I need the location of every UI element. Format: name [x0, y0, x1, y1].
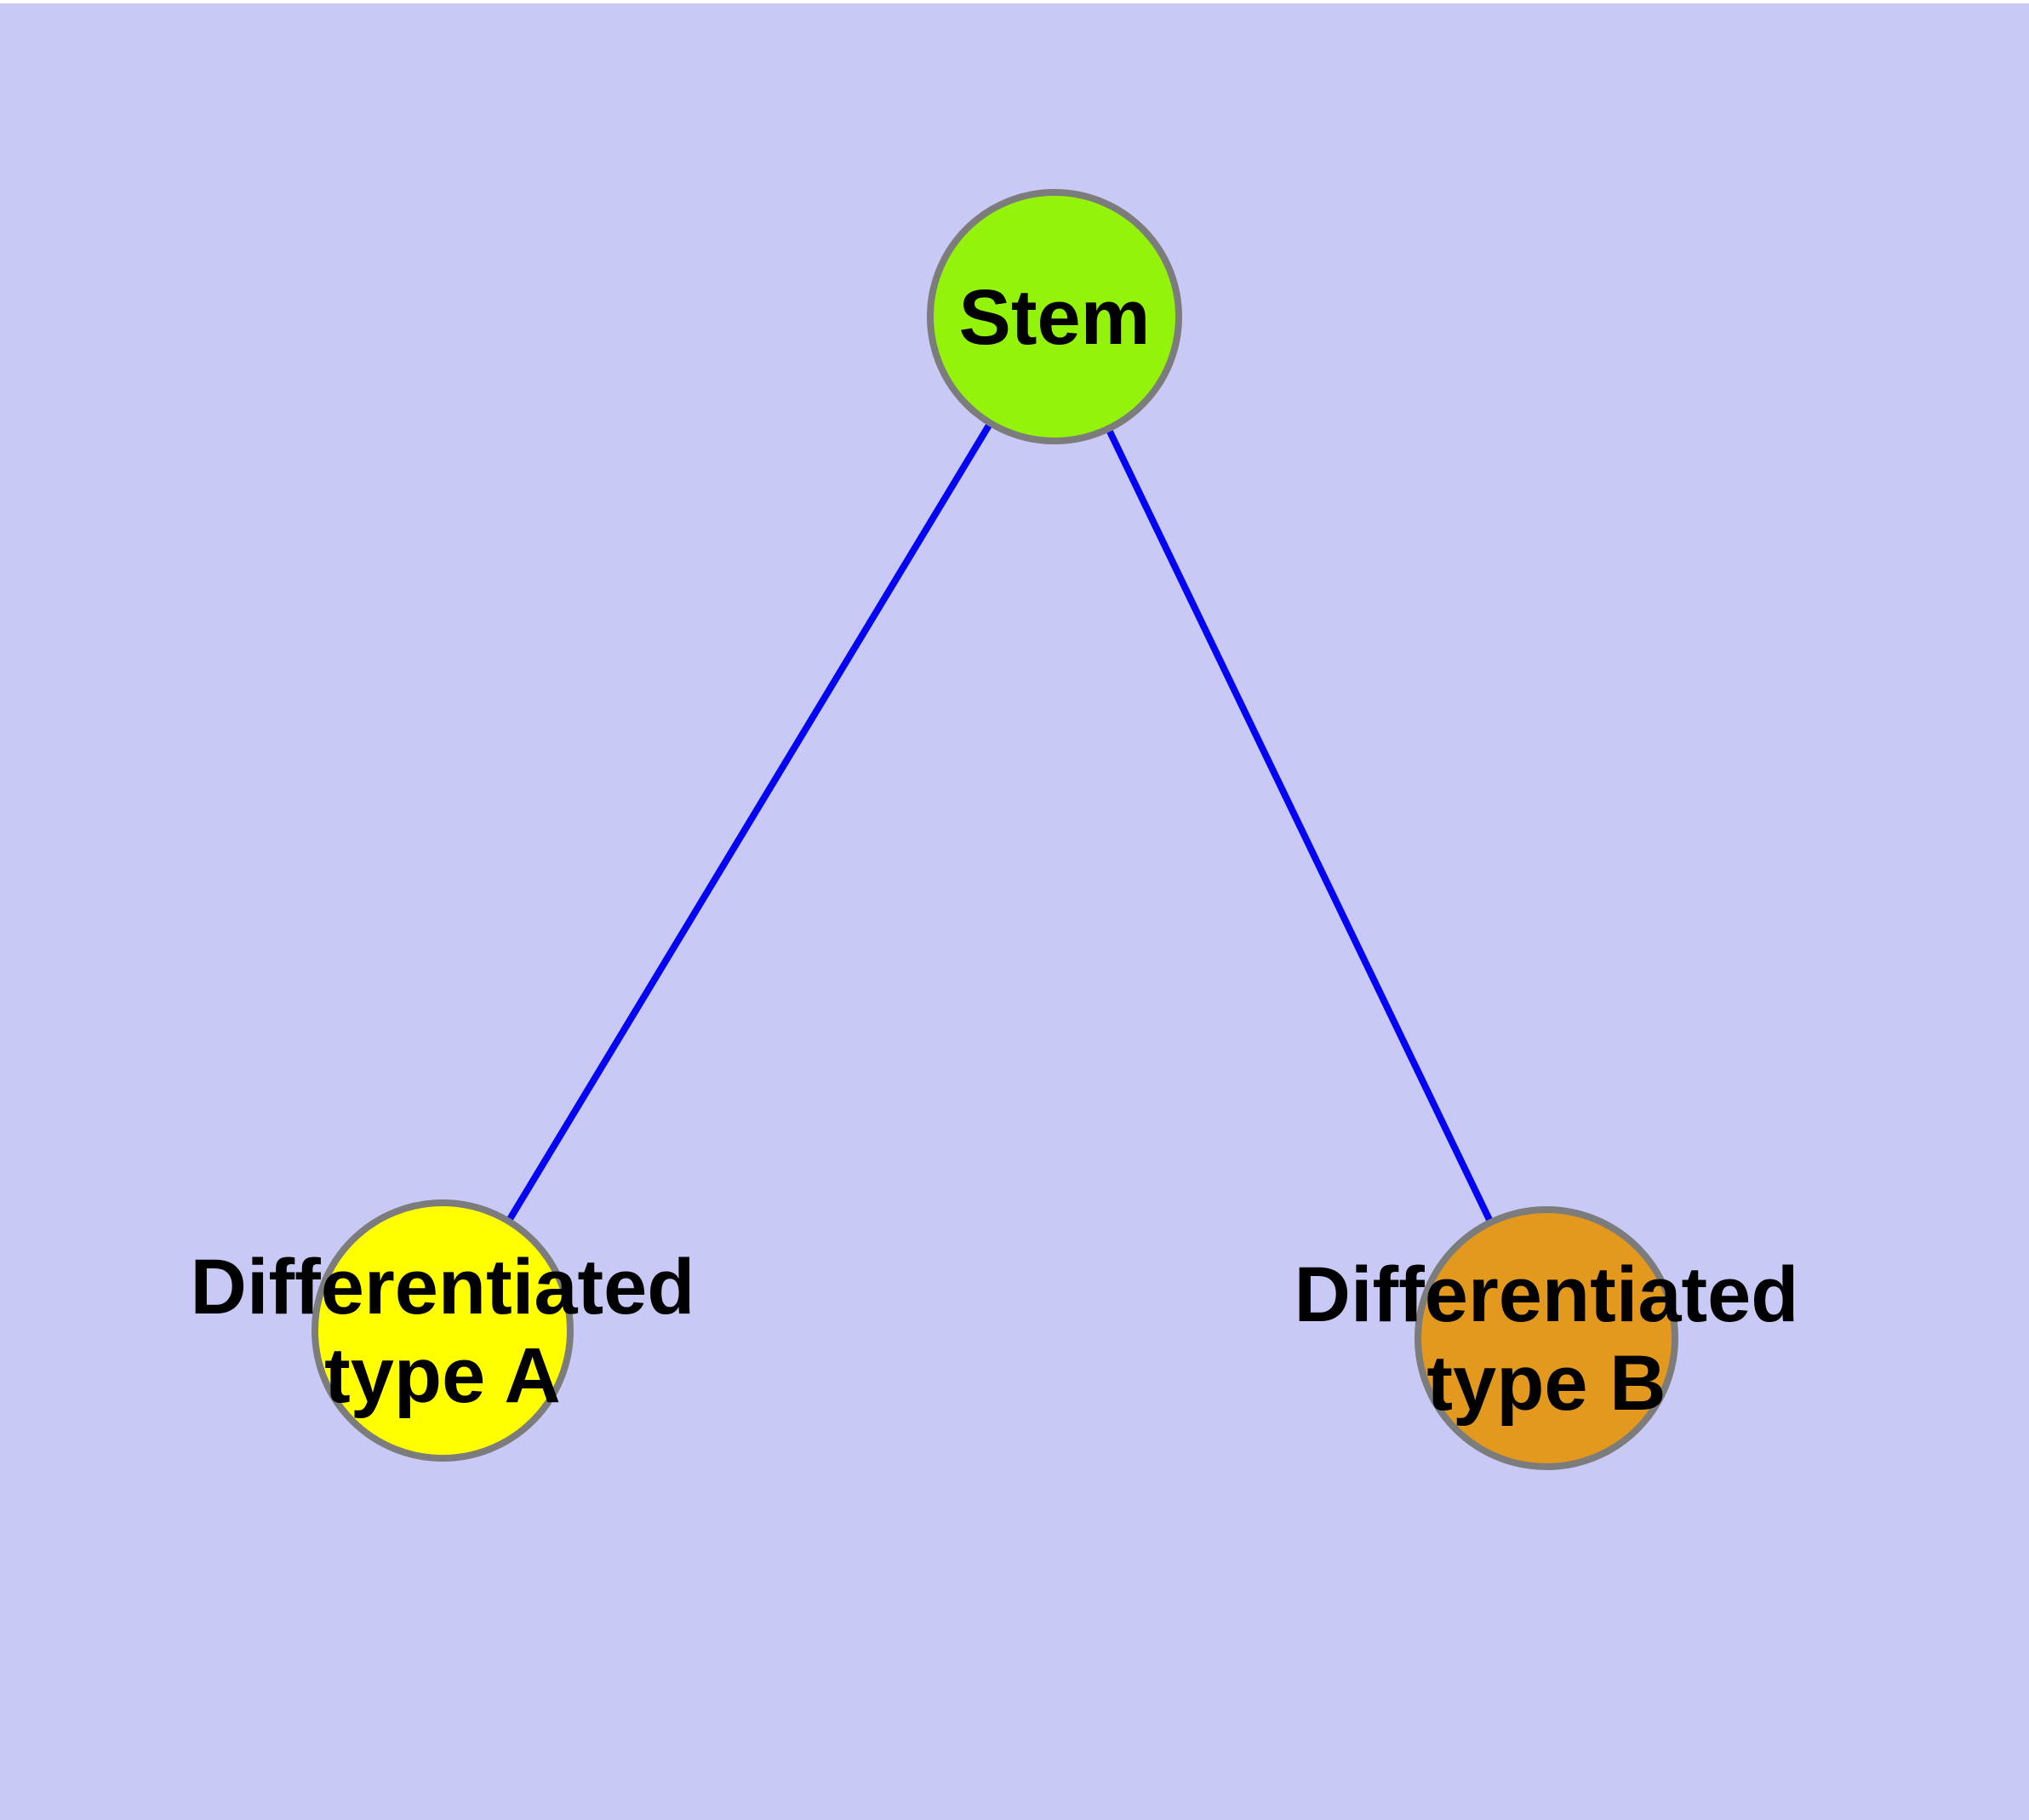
node-type-a-label-line2: type A — [324, 1332, 561, 1419]
node-type-b-label-line1: Differentiated — [1295, 1251, 1799, 1338]
node-type-b-label-line2: type B — [1426, 1340, 1666, 1427]
node-type-a-circle[interactable] — [311, 1199, 574, 1462]
node-type-b-circle[interactable] — [1415, 1206, 1678, 1470]
node-stem-label: Stem — [959, 274, 1151, 361]
edge-stem-to-type-a — [439, 314, 1058, 1333]
edge-stem-to-type-b — [1051, 315, 1550, 1340]
node-type-a-label-line1: Differentiated — [191, 1244, 695, 1331]
node-stem-circle[interactable] — [927, 189, 1182, 444]
